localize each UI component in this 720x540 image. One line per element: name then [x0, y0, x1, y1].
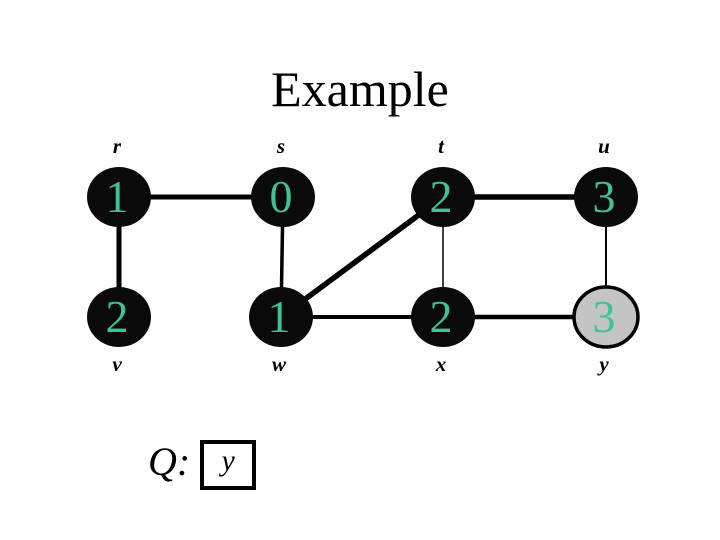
node-v — [87, 287, 151, 347]
node-value-x: 2 — [430, 291, 453, 342]
node-w — [249, 287, 313, 347]
node-y — [572, 285, 640, 349]
edge-t-w — [279, 194, 445, 320]
node-value-r: 1 — [106, 171, 129, 222]
slide-title: Example — [271, 61, 449, 117]
node-value-s: 0 — [270, 171, 293, 222]
node-name-label-s: s — [276, 134, 285, 158]
node-name-label-t: t — [438, 134, 445, 158]
node-name-label-u: u — [598, 134, 610, 158]
node-value-t: 2 — [430, 171, 453, 222]
node-t — [411, 167, 475, 227]
queue-section: Q: y — [148, 437, 257, 493]
node-value-u: 3 — [593, 171, 616, 222]
node-x — [411, 287, 475, 347]
node-s — [251, 167, 315, 227]
node-name-label-y: y — [596, 352, 609, 376]
node-value-y: 3 — [593, 291, 616, 342]
node-name-label-w: w — [272, 352, 287, 376]
node-u — [574, 167, 638, 227]
node-name-label-r: r — [113, 134, 122, 158]
node-value-v: 2 — [106, 291, 129, 342]
node-value-w: 1 — [268, 291, 291, 342]
queue-label: Q: — [148, 439, 191, 484]
node-name-label-v: v — [112, 352, 122, 376]
node-r — [87, 167, 151, 227]
queue-item-0: y — [221, 444, 235, 477]
queue-box-0: y — [200, 440, 257, 490]
node-name-label-x: x — [435, 352, 447, 376]
